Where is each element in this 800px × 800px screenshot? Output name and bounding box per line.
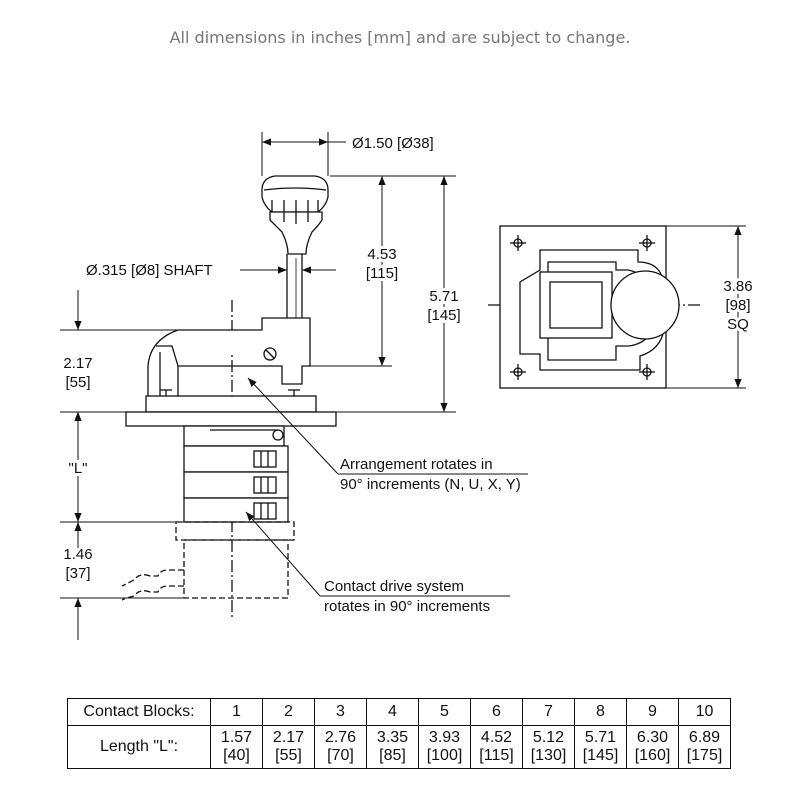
- length-in: 3.35: [376, 729, 409, 746]
- length-mm: [145]: [582, 747, 619, 764]
- length-in: 6.89: [688, 729, 721, 746]
- height-inner-mm: [115]: [366, 265, 398, 282]
- square-size-in: 3.86: [723, 278, 752, 295]
- contact-blocks: [183, 425, 289, 523]
- length-cell: 2.76[70]: [314, 725, 367, 769]
- drive-callout-line1: Contact drive system: [324, 578, 464, 595]
- dimension-texts: Ø1.50 [Ø38] Ø.315 [Ø8] SHAFT 4.53 [115] …: [63, 135, 755, 582]
- contact-blocks-row: Contact Blocks: 1 2 3 4 5 6 7 8 9 10: [67, 698, 731, 726]
- length-cell: 5.12[130]: [522, 725, 575, 769]
- blocks-cell: 2: [262, 698, 315, 726]
- blocks-cell: 3: [314, 698, 367, 726]
- length-cell: 2.17[55]: [262, 725, 315, 769]
- height-outer-mm: [145]: [427, 307, 460, 324]
- length-cell: 4.52[115]: [470, 725, 523, 769]
- length-header: Length "L":: [67, 725, 211, 769]
- drive-callout-line2: rotates in 90° increments: [324, 598, 490, 615]
- length-mm: [115]: [479, 747, 514, 764]
- dimension-lines: [74, 138, 742, 640]
- length-mm: [55]: [275, 747, 302, 764]
- height-outer-in: 5.71: [429, 288, 458, 305]
- blocks-cell: 8: [574, 698, 627, 726]
- knob: [261, 175, 329, 255]
- length-cell: 6.30[160]: [626, 725, 679, 769]
- operator-housing: [147, 317, 311, 396]
- base-height-in: 2.17: [63, 355, 92, 372]
- base-height-mm: [55]: [65, 374, 90, 391]
- length-row: Length "L": 1.57[40] 2.17[55] 2.76[70] 3…: [67, 725, 731, 769]
- blocks-cell: 1: [210, 698, 263, 726]
- drive-height-mm: [37]: [65, 565, 90, 582]
- drive-height-in: 1.46: [63, 546, 92, 563]
- length-mm: [70]: [327, 747, 354, 764]
- blocks-cell: 6: [470, 698, 523, 726]
- blocks-cell: 4: [366, 698, 419, 726]
- length-mm: [130]: [530, 747, 567, 764]
- length-in: 6.30: [636, 729, 669, 746]
- dimensions-note: All dimensions in inches [mm] and are su…: [169, 28, 631, 47]
- length-in: 4.52: [480, 729, 513, 746]
- length-mm: [40]: [223, 747, 250, 764]
- length-L-label: "L": [69, 460, 88, 477]
- blocks-cell: 7: [522, 698, 575, 726]
- length-in: 5.71: [584, 729, 617, 746]
- square-size-sq: SQ: [727, 316, 749, 333]
- length-in: 2.76: [324, 729, 357, 746]
- length-mm: [85]: [379, 747, 406, 764]
- extension-lines: [60, 132, 746, 599]
- leader-lines: [245, 377, 528, 597]
- length-mm: [160]: [634, 747, 671, 764]
- drive-system: [121, 521, 295, 601]
- length-in: 1.57: [220, 729, 253, 746]
- callout-texts: Arrangement rotates in 90° increments (N…: [324, 456, 521, 615]
- length-in: 2.17: [272, 729, 305, 746]
- arrangement-callout-line2: 90° increments (N, U, X, Y): [340, 476, 521, 493]
- square-size-mm: [98]: [725, 297, 750, 314]
- length-cell: 3.35[85]: [366, 725, 419, 769]
- length-cell: 1.57[40]: [210, 725, 263, 769]
- contact-length-table: Contact Blocks: 1 2 3 4 5 6 7 8 9 10 Len…: [67, 698, 731, 769]
- arrangement-callout-line1: Arrangement rotates in: [340, 456, 493, 473]
- length-cell: 5.71[145]: [574, 725, 627, 769]
- blocks-cell: 10: [678, 698, 731, 726]
- shaft-diameter-label: Ø.315 [Ø8] SHAFT: [86, 262, 213, 279]
- blocks-cell: 9: [626, 698, 679, 726]
- length-in: 5.12: [532, 729, 565, 746]
- plan-view: [499, 225, 680, 389]
- length-in: 3.93: [428, 729, 461, 746]
- length-cell: 3.93[100]: [418, 725, 471, 769]
- length-mm: [175]: [686, 747, 723, 764]
- height-inner-in: 4.53: [367, 246, 396, 263]
- blocks-cell: 5: [418, 698, 471, 726]
- knob-diameter-label: Ø1.50 [Ø38]: [352, 135, 434, 152]
- length-cell: 6.89[175]: [678, 725, 731, 769]
- contact-blocks-header: Contact Blocks:: [67, 698, 211, 726]
- mounting-base: [125, 389, 337, 427]
- length-mm: [100]: [426, 747, 463, 764]
